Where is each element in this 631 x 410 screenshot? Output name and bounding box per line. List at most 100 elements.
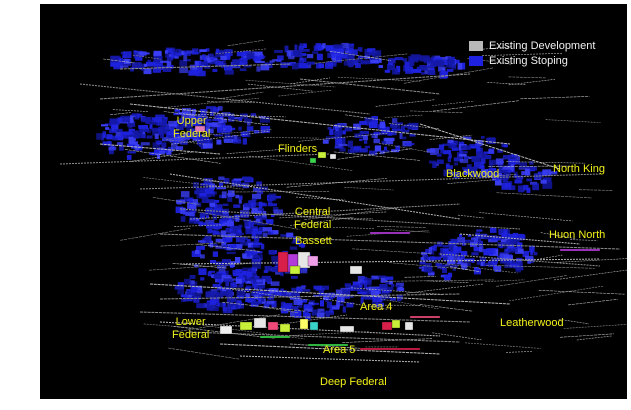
stope-block — [167, 135, 174, 139]
development-swatch — [469, 40, 483, 51]
stope-block — [183, 132, 190, 139]
stope-block — [257, 208, 265, 212]
stope-block — [176, 120, 180, 123]
stope-block — [510, 164, 514, 172]
stope-block — [286, 62, 294, 66]
stope-block — [191, 287, 199, 290]
stope-block — [529, 181, 538, 185]
stope-block — [305, 313, 311, 320]
stope-block — [443, 274, 449, 278]
stope-block — [450, 238, 458, 244]
stope-block — [253, 210, 262, 214]
stope-block — [210, 62, 217, 65]
development-drive — [380, 298, 439, 310]
stope-block — [533, 252, 538, 256]
stope-block — [271, 288, 277, 292]
stope-block — [448, 153, 452, 159]
stope-block — [371, 135, 376, 138]
stope-block — [181, 108, 192, 115]
stope-block — [428, 247, 432, 254]
stope-block — [460, 264, 468, 267]
stope-block — [228, 115, 235, 122]
stope-block — [386, 286, 394, 290]
stope-block — [462, 167, 471, 170]
stope-block — [423, 267, 433, 273]
stope-block — [126, 143, 134, 147]
stope-block — [395, 145, 400, 151]
stope-block — [261, 301, 266, 304]
stope-block — [380, 293, 390, 300]
stope-block — [250, 303, 259, 307]
stope-block — [362, 290, 372, 295]
zone-label-north-king: North King — [553, 163, 605, 175]
stope-block — [192, 48, 199, 55]
stope-block — [208, 53, 214, 60]
stope-block — [253, 232, 262, 239]
stope-block — [533, 173, 543, 179]
stope-block — [195, 187, 206, 192]
stope-block — [170, 131, 180, 138]
stope-block — [504, 263, 513, 269]
stope-block — [195, 116, 201, 121]
development-drive — [496, 192, 593, 199]
development-drive — [482, 53, 564, 56]
stope-block — [198, 268, 207, 275]
stope-block — [373, 131, 380, 135]
stope-block — [133, 52, 138, 59]
stope-block — [280, 288, 284, 292]
stope-block — [299, 53, 307, 57]
stope-block — [251, 292, 258, 296]
stope-block — [455, 59, 460, 64]
stope-block — [409, 60, 415, 66]
stope-block — [161, 118, 168, 125]
stope-block — [372, 50, 382, 57]
stope-block — [128, 136, 136, 144]
stope-block — [485, 168, 496, 173]
stope-block — [510, 238, 517, 245]
stope-block — [372, 295, 382, 303]
stope-block — [542, 177, 552, 183]
stope-block — [338, 127, 343, 133]
development-drive — [163, 111, 268, 126]
stope-block — [284, 294, 295, 297]
stope-block — [203, 143, 213, 149]
stope-block — [373, 138, 380, 144]
zone-label-area-5: Area 5 — [323, 344, 356, 356]
stope-block — [379, 296, 386, 301]
development-drive — [558, 318, 590, 325]
stope-block — [252, 228, 259, 232]
stope-block — [336, 300, 340, 308]
stope-block — [469, 144, 480, 148]
stope-block — [136, 113, 143, 118]
stope-block — [212, 222, 222, 229]
stope-block — [418, 266, 428, 269]
stope-block — [476, 234, 480, 239]
stope-block — [147, 59, 151, 62]
stope-block — [510, 263, 520, 268]
stope-block — [421, 72, 425, 75]
development-drive — [182, 113, 286, 118]
stope-block — [434, 55, 441, 60]
stope-block — [230, 279, 234, 286]
stope-block — [238, 273, 243, 280]
stope-block — [260, 186, 268, 191]
stope-block — [461, 62, 466, 70]
development-drive — [110, 112, 131, 116]
stope-block — [319, 285, 329, 290]
stope-block — [223, 203, 229, 207]
stope-block — [516, 258, 522, 263]
stope-block — [252, 220, 259, 225]
stope-block — [269, 60, 275, 63]
stope-block — [323, 295, 329, 301]
development-drive — [346, 230, 429, 237]
stope-block — [478, 173, 487, 178]
stope-block — [277, 55, 284, 61]
development-drive — [288, 331, 370, 336]
development-drive — [130, 151, 194, 162]
stope-block — [300, 49, 310, 52]
stope-block — [352, 59, 359, 66]
stope-block — [253, 242, 263, 246]
development-drive — [467, 58, 512, 65]
stope-block — [143, 63, 148, 67]
stope-block — [451, 147, 459, 151]
